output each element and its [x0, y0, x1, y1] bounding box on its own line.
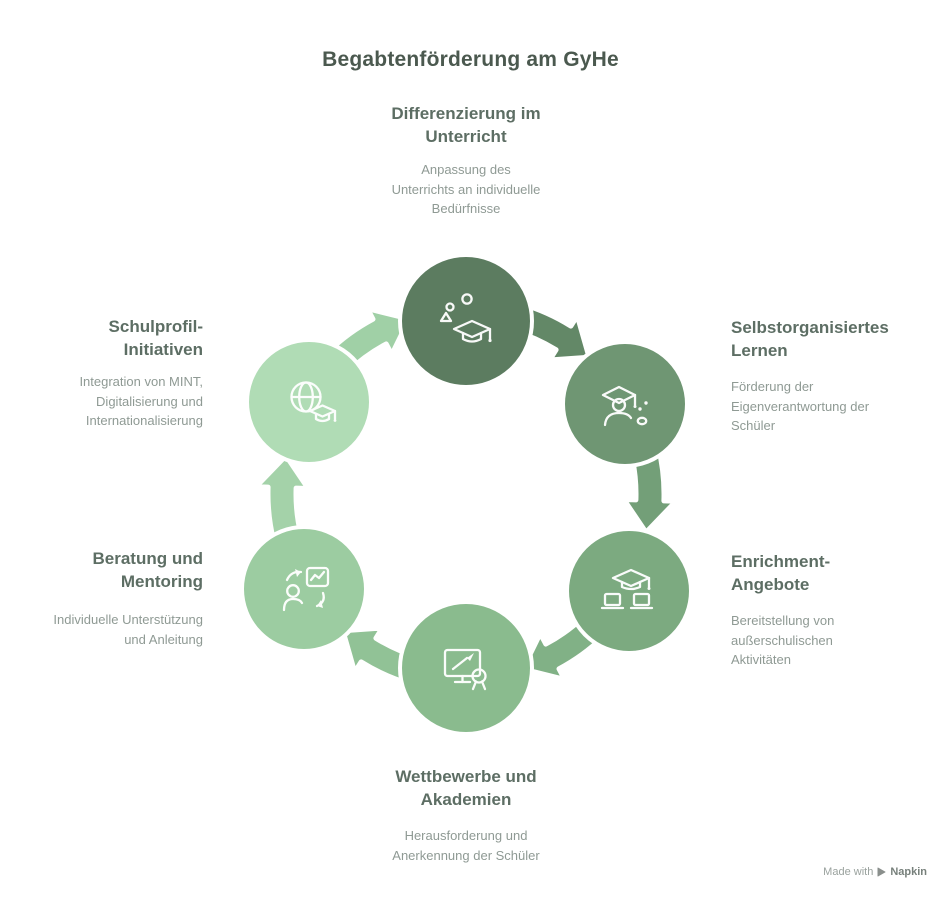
node-label-selbstlernen: Selbstorganisiertes Lernen: [731, 318, 889, 360]
node-label-beratung: Beratung und Mentoring: [92, 549, 204, 591]
node-circle-schulprofil: [245, 338, 373, 466]
node-circle-enrichment: [565, 527, 693, 655]
student-graduation-cap-icon: [601, 385, 648, 427]
node-desc-schulprofil: Integration von MINT, Digitalisierung un…: [79, 374, 203, 428]
node-desc-enrichment: Bereitstellung von außerschulischen Akti…: [731, 613, 835, 667]
node-desc-differenzierung: Anpassung des Unterrichts an individuell…: [391, 162, 541, 216]
node-label-differenzierung: Differenzierung im Unterricht: [391, 104, 541, 146]
node-label-enrichment: Enrichment- Angebote: [731, 552, 831, 594]
node-label-schulprofil: Schulprofil- Initiativen: [108, 317, 203, 359]
node-desc-selbstlernen: Förderung der Eigenverantwortung der Sch…: [731, 379, 870, 433]
node-circle-wettbewerbe: [398, 600, 534, 736]
node-desc-beratung: Individuelle Unterstützung und Anleitung: [53, 612, 203, 647]
students-ideas-graduation-icon: [439, 293, 492, 343]
monitor-brush-award-icon: [443, 648, 487, 691]
napkin-watermark[interactable]: Made with Napkin: [823, 866, 927, 878]
watermark-brand: Napkin: [890, 866, 927, 878]
graduation-cap-laptops-icon: [600, 568, 654, 610]
cycle-nodes: [240, 253, 693, 736]
node-label-wettbewerbe: Wettbewerbe und Akademien: [395, 767, 537, 809]
diagram-title: Begabtenförderung am GyHe: [322, 48, 619, 71]
node-desc-wettbewerbe: Herausforderung und Anerkennung der Schü…: [392, 828, 540, 863]
globe-graduation-icon: [290, 381, 337, 423]
node-circle-beratung: [240, 525, 368, 653]
node-circle-differenzierung: [398, 253, 534, 389]
arrow-beratung-to-schulprofil: [253, 453, 311, 545]
person-chart-cycle-icon: [282, 566, 330, 612]
watermark-prefix: Made with: [823, 866, 874, 878]
napkin-logo-icon: [877, 867, 886, 877]
